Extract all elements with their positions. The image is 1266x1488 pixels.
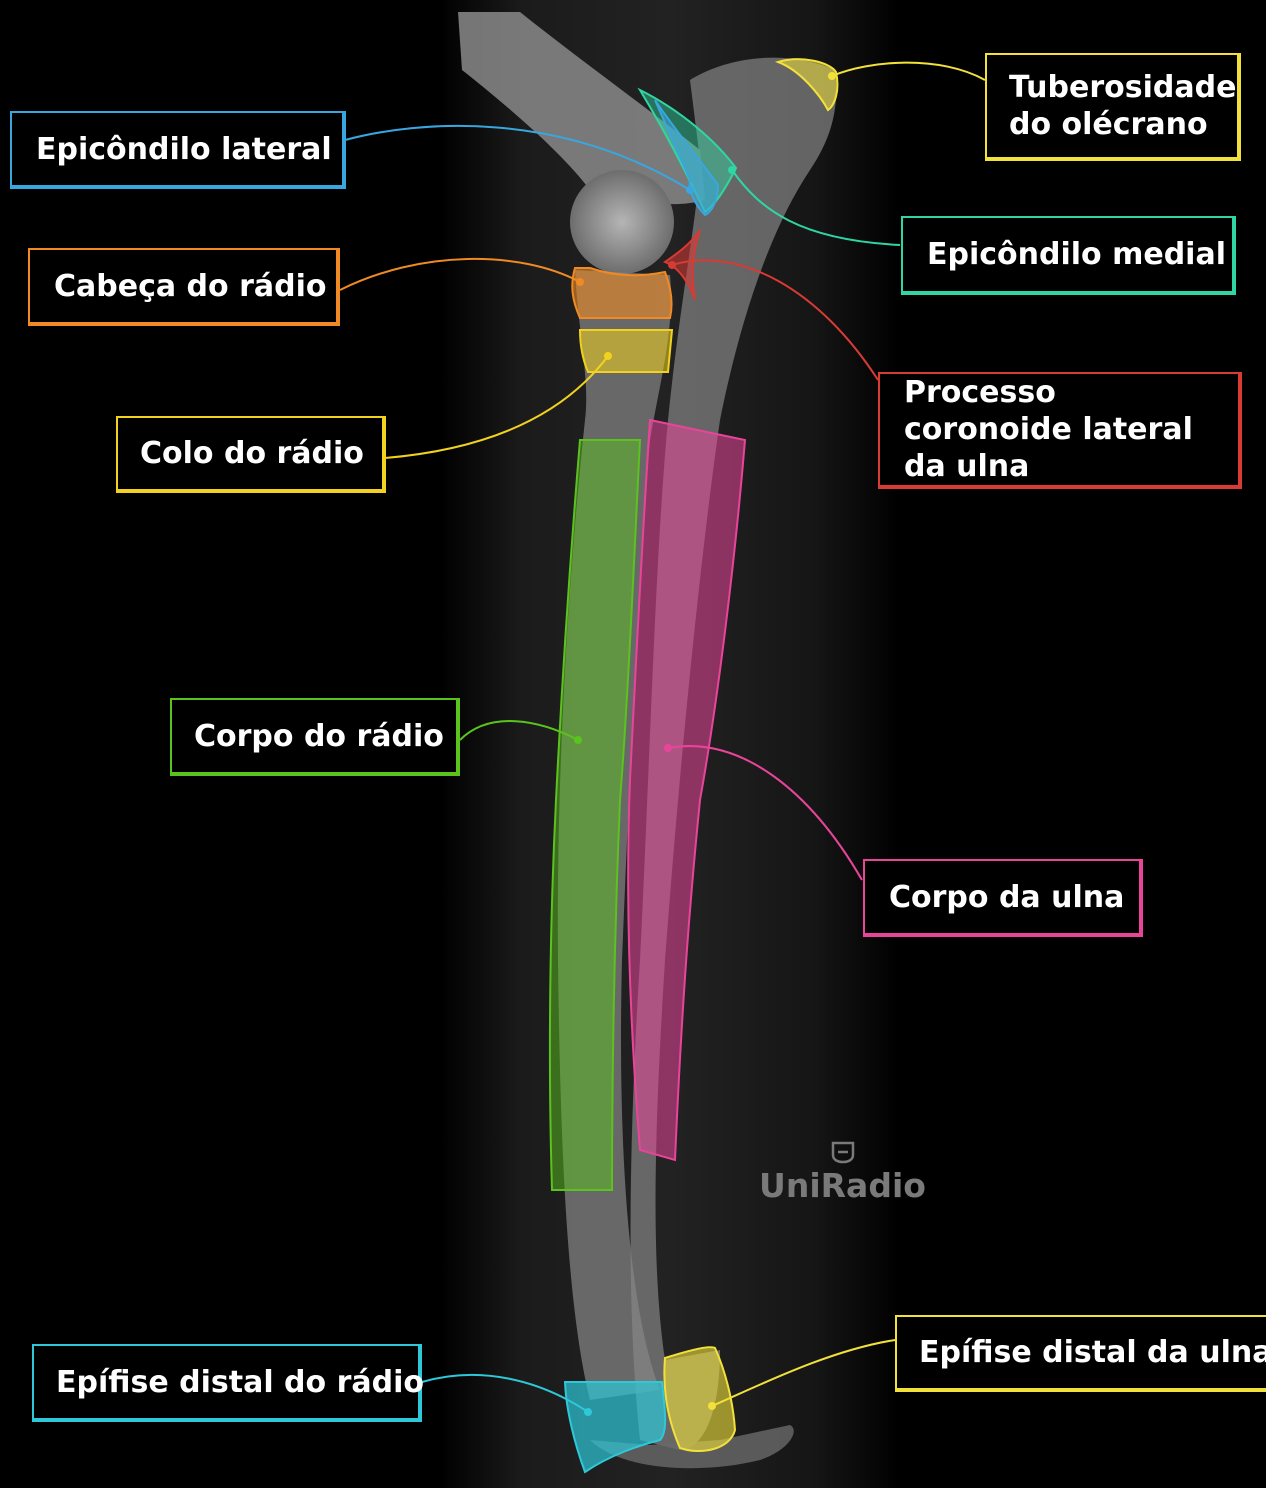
label-epicondilo-medial: Epicôndilo medial [901, 216, 1236, 295]
logo-icon [831, 1141, 854, 1164]
leader-epicondilo-lateral [344, 124, 691, 191]
label-corpo-ulna: Corpo da ulna [863, 859, 1143, 937]
label-processo-coronoide: Processo coronoide lateral da ulna [878, 372, 1242, 489]
label-epicondilo-lateral: Epicôndilo lateral [10, 111, 346, 189]
tuberosidade-highlight [774, 58, 839, 112]
leader-corpo-ulna [667, 745, 863, 881]
label-tuberosidade: Tuberosidade do olécrano [985, 53, 1241, 161]
humeral-condyle [570, 170, 674, 274]
watermark: UniRadio [750, 1140, 935, 1205]
humerus-bone [458, 12, 705, 205]
dot-cabeca-radio [576, 278, 584, 286]
processo-coronoide-highlight [662, 229, 701, 301]
ulna-bone [630, 57, 837, 1451]
label-epifise-distal-ulna-text: Epífise distal da ulna [919, 1335, 1266, 1370]
dot-epicondilo-lateral [686, 186, 694, 194]
label-colo-radio: Colo do rádio [116, 416, 386, 493]
cabeca-radio-highlight [571, 267, 673, 319]
label-corpo-ulna-text: Corpo da ulna [889, 879, 1125, 915]
leader-epifise-distal-radio [421, 1373, 589, 1413]
label-corpo-radio: Corpo do rádio [170, 698, 460, 776]
label-corpo-radio-text: Corpo do rádio [194, 718, 444, 754]
label-epifise-distal-ulna: Epífise distal da ulna [895, 1315, 1266, 1392]
dot-corpo-radio [574, 736, 582, 744]
label-cabeca-radio: Cabeça do rádio [28, 248, 340, 326]
leader-colo-radio [384, 355, 609, 459]
label-epifise-distal-radio: Epífise distal do rádio [32, 1344, 424, 1422]
leader-epifise-distal-ulna [711, 1339, 896, 1407]
corpo-radio-highlight [548, 439, 642, 1191]
dot-epifise-distal-ulna [708, 1402, 716, 1410]
dot-colo-radio [604, 352, 612, 360]
leader-tuberosidade [831, 61, 986, 81]
epifise-distal-ulna-highlight [663, 1346, 737, 1452]
label-tuberosidade-text: Tuberosidade do olécrano [1009, 70, 1237, 142]
leader-epicondilo-medial [731, 169, 901, 246]
epicondilo-lateral-highlight [654, 99, 720, 217]
corpo-ulna-highlight [627, 418, 747, 1162]
dot-epifise-distal-radio [584, 1408, 592, 1416]
label-epicondilo-lateral-text: Epicôndilo lateral [36, 131, 332, 167]
leader-processo-coronoide [671, 259, 879, 381]
watermark-text: UniRadio [759, 1166, 926, 1205]
dot-tuberosidade [828, 72, 836, 80]
epifise-distal-radio-highlight [563, 1381, 667, 1474]
label-epifise-distal-radio-text: Epífise distal do rádio [56, 1364, 424, 1400]
label-processo-coronoide-text: Processo coronoide lateral da ulna [904, 375, 1193, 484]
dot-epicondilo-medial [728, 166, 736, 174]
leader-corpo-radio [459, 720, 579, 741]
label-cabeca-radio-text: Cabeça do rádio [54, 268, 327, 304]
colo-radio-highlight [578, 329, 674, 373]
label-colo-radio-text: Colo do rádio [140, 436, 364, 471]
dot-processo-coronoide [668, 261, 676, 269]
label-epicondilo-medial-text: Epicôndilo medial [927, 237, 1226, 272]
leader-cabeca-radio [339, 257, 581, 291]
dot-corpo-ulna [664, 744, 672, 752]
